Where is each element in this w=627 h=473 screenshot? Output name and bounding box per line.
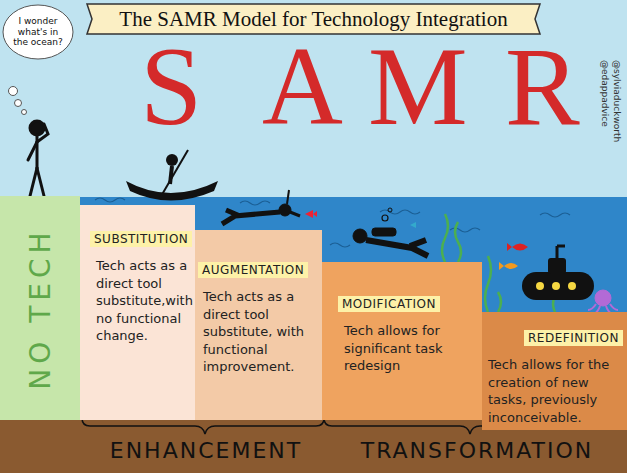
modification-band: MODIFICATION Tech allows for significant …	[322, 262, 482, 420]
credit-handle: @edappadvice	[600, 60, 609, 127]
thought-bubble: I wonder what's in the ocean?	[2, 4, 74, 60]
group-label: ENHANCEMENT	[107, 440, 305, 462]
title-text: The SAMR Model for Technology Integratio…	[87, 7, 540, 32]
canoe	[126, 150, 218, 201]
credit-handle: @sylviaduckworth	[612, 60, 621, 142]
samr-letter: S	[140, 30, 202, 142]
octopus	[588, 290, 618, 314]
stage-heading: AUGMENTATION	[198, 262, 308, 278]
stage-heading: REDEFINITION	[524, 330, 623, 346]
fish	[305, 210, 528, 270]
stage-description: Tech allows for significant task redesig…	[344, 322, 464, 375]
samr-letter: R	[505, 30, 580, 142]
redefinition-band: REDEFINITION Tech allows for the creation…	[482, 312, 627, 430]
stage-description: Tech acts as a direct tool substitute,wi…	[96, 257, 192, 345]
substitution-band: SUBSTITUTION Tech acts as a direct tool s…	[80, 205, 195, 420]
no-tech-band: NO TECH	[0, 196, 80, 420]
thought-dots	[9, 87, 27, 115]
thought-text: I wonder what's in the ocean?	[11, 16, 65, 47]
no-tech-text: NO TECH	[24, 227, 57, 389]
bubble-shape	[3, 5, 73, 59]
submarine	[522, 246, 594, 300]
augmentation-band: AUGMENTATION Tech acts as a direct tool s…	[195, 230, 322, 420]
stage-description: Tech allows for the creation of new task…	[488, 356, 623, 426]
snorkeler	[222, 190, 300, 224]
scuba-diver	[353, 208, 428, 256]
person	[28, 121, 48, 196]
samr-letter: M	[368, 30, 468, 142]
group-label: TRANSFORMATION	[358, 440, 597, 462]
stage-heading: MODIFICATION	[338, 296, 440, 312]
samr-letter: A	[262, 30, 343, 142]
stage-description: Tech acts as a direct tool substitute, w…	[203, 288, 317, 376]
stage-heading: SUBSTITUTION	[90, 231, 192, 247]
